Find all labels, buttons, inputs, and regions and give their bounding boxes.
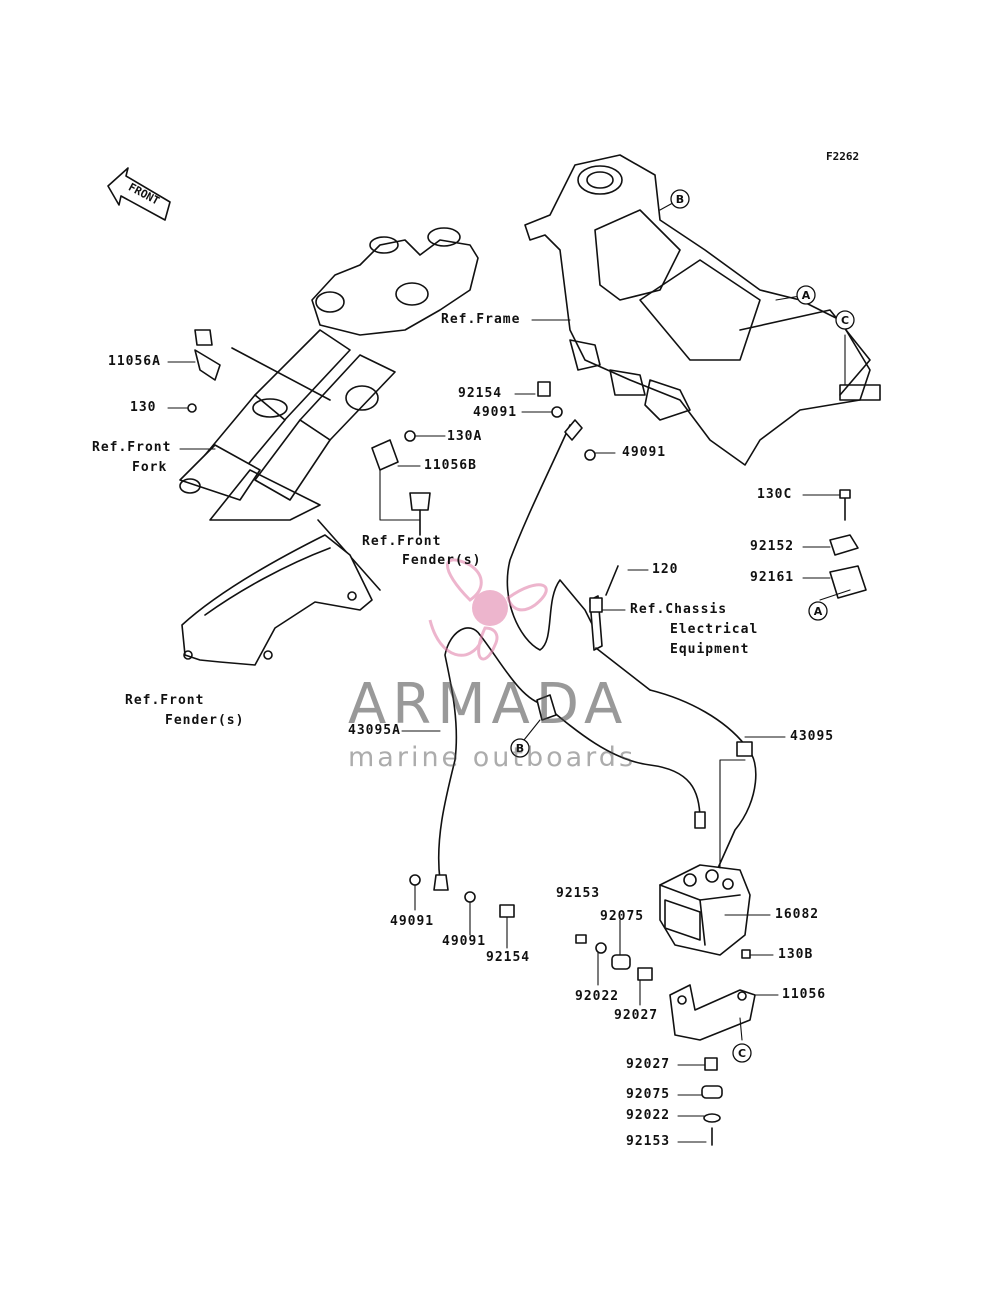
watermark-subtitle: marine outboards <box>348 742 637 773</box>
armada-propeller-logo <box>428 558 548 661</box>
label-part-16082: 16082 <box>775 907 820 922</box>
label-ref-front-fender-1-line2: Fender(s) <box>402 553 482 568</box>
label-part-92154-bottom: 92154 <box>486 950 531 965</box>
label-ref-front-fender-1-line1: Ref.Front <box>362 534 442 549</box>
label-part-92075-bottom: 92075 <box>626 1087 671 1102</box>
label-part-120: 120 <box>652 562 679 577</box>
label-part-43095A: 43095A <box>348 723 401 738</box>
callout-a-bottom: A <box>814 605 823 618</box>
label-ref-front-fender-2-line2: Fender(s) <box>165 713 245 728</box>
front-fender-drawing <box>181 534 373 666</box>
label-part-11056B: 11056B <box>424 458 477 473</box>
callout-c-frame: C <box>841 314 849 327</box>
callout-circles <box>510 189 855 1063</box>
label-part-92161: 92161 <box>750 570 795 585</box>
frame-drawing <box>524 154 881 466</box>
label-part-130C: 130C <box>757 487 793 502</box>
label-part-130A: 130A <box>447 429 483 444</box>
brake-hose-43095 <box>717 741 757 869</box>
label-part-49091-right: 49091 <box>622 445 667 460</box>
label-part-92153-top: 92153 <box>556 886 601 901</box>
abs-unit-drawing <box>659 864 751 956</box>
watermark-title: ARMADA <box>348 672 629 737</box>
label-ref-chassis-line1: Ref.Chassis <box>630 602 728 617</box>
label-part-92075-top: 92075 <box>600 909 645 924</box>
figure-code: F2262 <box>826 150 860 163</box>
front-fork-drawing <box>179 227 479 591</box>
label-part-92153-bottom: 92153 <box>626 1134 671 1149</box>
label-part-130B: 130B <box>778 947 814 962</box>
label-part-49091-bottom-mid: 49091 <box>442 934 487 949</box>
label-ref-front-fork-line1: Ref.Front <box>92 440 172 455</box>
label-part-11056A: 11056A <box>108 354 161 369</box>
label-part-92154-top: 92154 <box>458 386 503 401</box>
label-part-49091-top: 49091 <box>473 405 518 420</box>
callout-b-top: B <box>676 193 684 206</box>
label-part-130: 130 <box>130 400 157 415</box>
callout-c-bracket: C <box>738 1047 746 1060</box>
hardware-parts <box>187 329 867 1146</box>
abs-bracket-drawing <box>669 984 756 1041</box>
label-part-11056: 11056 <box>782 987 827 1002</box>
leader-lines <box>167 198 851 1143</box>
callout-b-hose: B <box>516 742 524 755</box>
label-ref-chassis-line3: Equipment <box>670 642 750 657</box>
label-part-49091-bottom-left: 49091 <box>390 914 435 929</box>
label-ref-frame: Ref.Frame <box>441 312 521 327</box>
label-ref-front-fork-line2: Fork <box>132 460 168 475</box>
label-part-92027-top: 92027 <box>614 1008 659 1023</box>
label-part-92027-bottom: 92027 <box>626 1057 671 1072</box>
label-ref-front-fender-2-line1: Ref.Front <box>125 693 205 708</box>
callout-a-frame: A <box>802 289 811 302</box>
label-ref-chassis-line2: Electrical <box>670 622 759 637</box>
brake-hose-43095A <box>433 627 706 891</box>
label-part-92152: 92152 <box>750 539 795 554</box>
label-part-92022-bottom: 92022 <box>626 1108 671 1123</box>
front-arrow-icon: FRONT <box>107 167 171 221</box>
label-part-92022-top: 92022 <box>575 989 620 1004</box>
label-part-43095: 43095 <box>790 729 835 744</box>
